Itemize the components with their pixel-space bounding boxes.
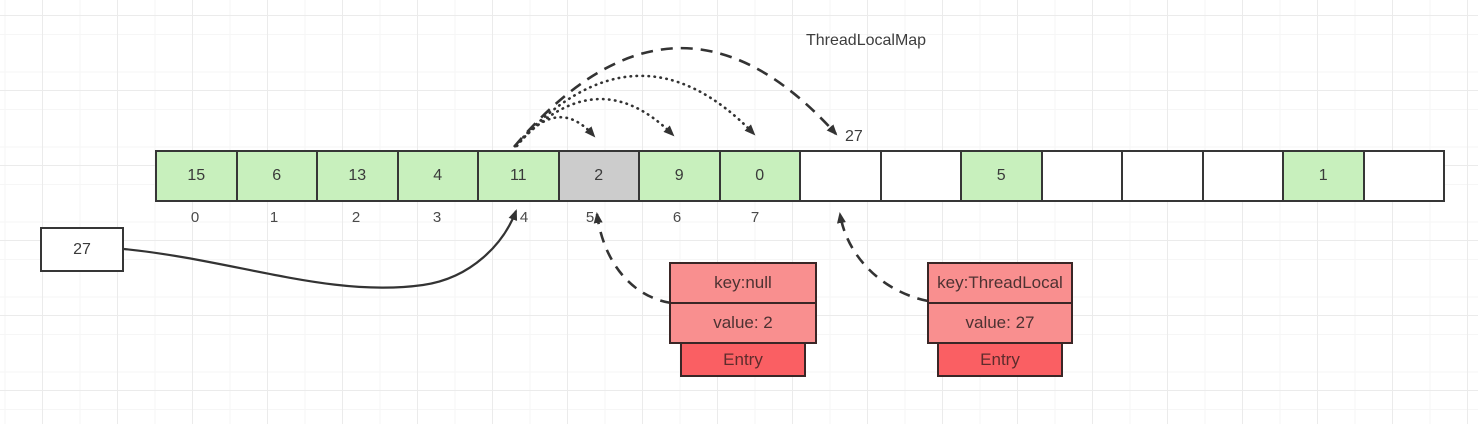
index-label-4: 4: [519, 209, 529, 226]
incoming-value-box: 27: [40, 227, 124, 272]
array-cell-15: [1362, 150, 1445, 202]
entry-threadlocal-link-dashed: [837, 212, 929, 303]
entry-key-row: key:null: [669, 262, 817, 304]
index-label-1: 1: [269, 209, 279, 226]
array-cell-12: [1121, 150, 1204, 202]
array-cell-14: 1: [1282, 150, 1365, 202]
entry-value-row: value: 27: [927, 302, 1073, 344]
array-cell-9: [879, 150, 962, 202]
array-cell-13: [1201, 150, 1284, 202]
probe-arc-slot8-dashed: [513, 46, 838, 148]
index-label-7: 7: [750, 209, 760, 226]
array-cell-0: 15: [155, 150, 238, 202]
index-label-3: 3: [432, 209, 442, 226]
array-cell-1: 6: [235, 150, 318, 202]
array-cell-4: 11: [477, 150, 560, 202]
diagram-title: ThreadLocalMap: [806, 32, 927, 49]
array-cell-8: [799, 150, 882, 202]
array-cell-6: 9: [638, 150, 721, 202]
array-cell-7: 0: [718, 150, 801, 202]
array-cell-2: 13: [316, 150, 399, 202]
entry-value-row: value: 2: [669, 302, 817, 344]
entry-null-link-dashed: [593, 212, 672, 305]
probe-arc-slot7: [513, 74, 756, 148]
entry-footer-tab: Entry: [937, 342, 1063, 377]
probe-target-label: 27: [845, 128, 863, 145]
entry-box-null: key:null value: 2 Entry: [669, 262, 817, 377]
entry-key-row: key:ThreadLocal: [927, 262, 1073, 304]
array-cell-10: 5: [960, 150, 1043, 202]
probe-arc-slot6: [514, 97, 675, 148]
insert-curve-arrow: [123, 209, 518, 289]
array-cell-11: [1040, 150, 1123, 202]
entry-footer-tab: Entry: [680, 342, 806, 377]
array-cell-3: 4: [396, 150, 479, 202]
index-label-0: 0: [190, 209, 200, 226]
index-label-5: 5: [585, 209, 595, 226]
entry-box-threadlocal: key:ThreadLocal value: 27 Entry: [927, 262, 1073, 377]
index-label-2: 2: [351, 209, 361, 226]
probe-arc-slot5: [515, 115, 596, 148]
array-cell-5: 2: [557, 150, 640, 202]
index-label-6: 6: [672, 209, 682, 226]
